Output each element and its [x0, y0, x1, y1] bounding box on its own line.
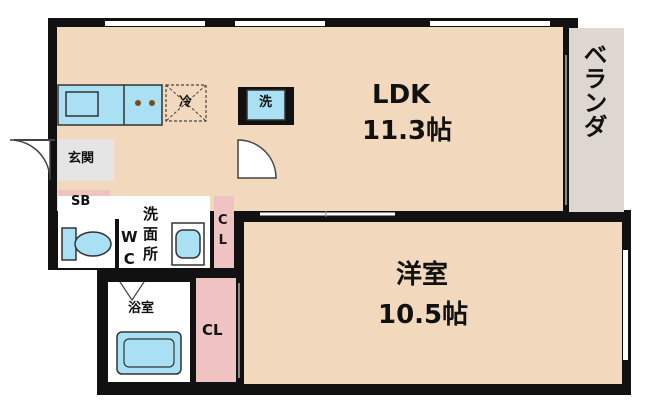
closet-large — [196, 278, 236, 382]
shoe-box-name: SB — [71, 194, 91, 209]
toilet-name: W C — [121, 228, 138, 268]
toilet-bowl — [74, 231, 112, 257]
closet-small — [214, 196, 234, 268]
washer-label: 洗 — [259, 95, 273, 110]
kitchen-sink — [65, 91, 99, 117]
closet-large-name: CL — [202, 321, 223, 339]
ldk-window-2 — [235, 21, 325, 26]
entrance-area — [58, 139, 114, 181]
ldk-name: LDK — [372, 80, 431, 110]
ldk-door-swing — [237, 139, 277, 179]
fridge-space — [165, 84, 207, 122]
bath-door — [119, 281, 145, 302]
fridge-diag-2 — [165, 84, 207, 122]
fridge-label: 冷 — [179, 95, 193, 110]
ldk-size: 11.3帖 — [362, 116, 453, 146]
ldk-window-1 — [105, 21, 205, 26]
entrance-door-swing — [9, 139, 51, 181]
stove-burner-2 — [149, 100, 155, 106]
closet-small-name: C L — [218, 213, 228, 248]
washer-machine — [246, 89, 286, 121]
washroom-name: 洗 面 所 — [143, 205, 159, 263]
entrance-name: 玄関 — [68, 151, 95, 166]
balcony — [569, 28, 624, 212]
wash-basin-bowl — [175, 229, 201, 259]
stove-burner-1 — [135, 100, 141, 106]
bathtub-inner — [123, 338, 175, 368]
western-size: 10.5帖 — [378, 300, 469, 330]
balcony-name: ベランダ — [579, 42, 607, 138]
western-name: 洋室 — [396, 260, 449, 290]
western-room — [244, 222, 622, 384]
western-window — [623, 250, 628, 360]
ldk-window-3 — [430, 21, 550, 26]
hallway — [114, 136, 238, 188]
toilet-tank — [61, 227, 77, 261]
bath-name: 浴室 — [128, 301, 155, 316]
